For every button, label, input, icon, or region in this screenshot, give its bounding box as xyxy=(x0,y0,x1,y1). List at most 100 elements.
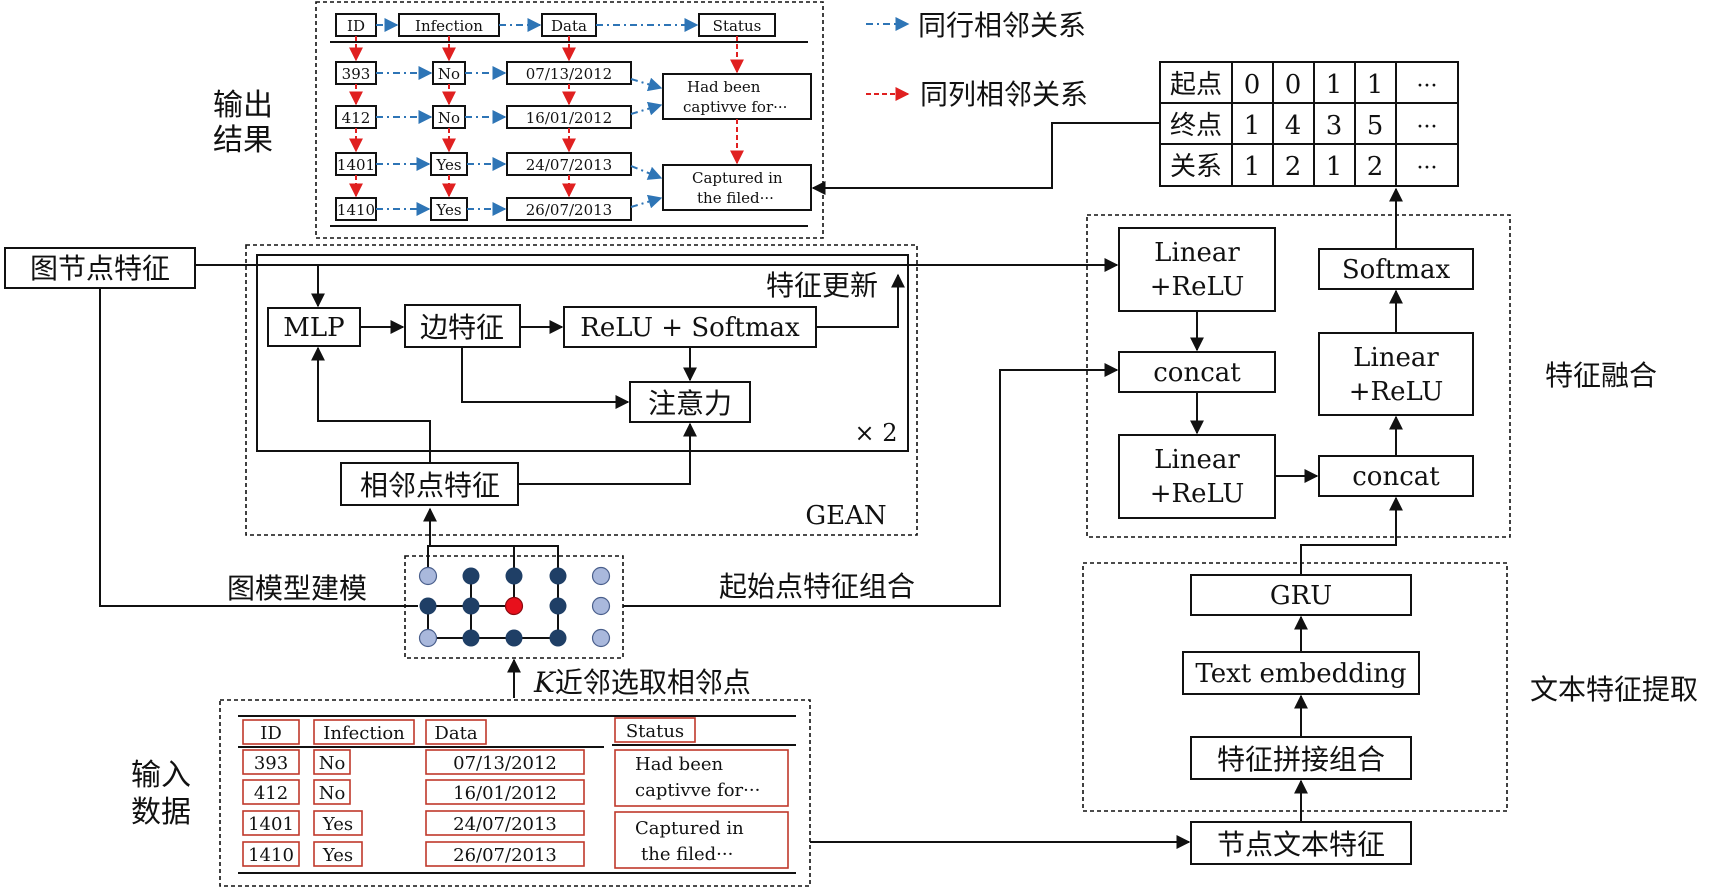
output-cell-date-text: 26/07/2013 xyxy=(526,201,612,219)
input-header-data-text: Data xyxy=(434,723,477,744)
input-cell-id-text: 1401 xyxy=(248,814,294,835)
text-embedding-label: Text embedding xyxy=(1195,659,1406,689)
input-status-box xyxy=(614,749,789,807)
output-section: ID Infection Data Status 393 No 07/13/20… xyxy=(315,1,824,239)
input-cell-id-text: 1410 xyxy=(248,845,294,866)
linear-relu-3-line: +ReLU xyxy=(1349,377,1444,407)
start-combo-arrow xyxy=(623,363,1119,607)
graph-modeling xyxy=(404,507,624,659)
input-header-id-text: ID xyxy=(260,723,282,744)
output-status-line: Had been xyxy=(687,78,761,96)
edge-table-row-label: 终点 xyxy=(1170,111,1222,141)
input-header-status xyxy=(614,717,696,743)
output-cell-id-text: 1401 xyxy=(337,156,375,174)
repeat-label: × 2 xyxy=(854,419,897,447)
text-extraction-frame xyxy=(1082,562,1508,812)
output-header-status-text: Status xyxy=(713,17,762,35)
edge-table-row-label: 起点 xyxy=(1170,70,1222,100)
input-cell-infection-text: No xyxy=(319,753,346,774)
graph-node xyxy=(591,628,611,648)
output-cell-date-text: 07/13/2012 xyxy=(526,65,612,83)
output-label-line2: 结果 xyxy=(213,123,273,158)
linear-relu-2-box xyxy=(1118,434,1276,519)
knn-label: K近邻选取相邻点 xyxy=(533,666,751,699)
edge-table-cell: ··· xyxy=(1417,156,1438,181)
graph-node xyxy=(549,597,567,615)
text-extraction: GRU Text embedding 特征拼接组合 xyxy=(1082,562,1508,812)
edge-feature-box xyxy=(404,304,521,348)
row-relation-arrow xyxy=(630,165,663,180)
edge-table-cell: 1 xyxy=(1244,111,1261,141)
linear-relu-1-box xyxy=(1118,227,1276,312)
softmax-label: Softmax xyxy=(1342,255,1451,285)
linear-relu-1-line: +ReLU xyxy=(1150,272,1245,302)
input-cell-infection-text: No xyxy=(319,783,346,804)
input-header-id xyxy=(242,719,300,745)
input-cell-id-text: 393 xyxy=(254,753,288,774)
edge-table-cell: 1 xyxy=(1367,70,1384,100)
edge-table-cell: ··· xyxy=(1417,74,1438,99)
feature-concat-label: 特征拼接组合 xyxy=(1217,743,1385,776)
linear-relu-3-box xyxy=(1318,332,1474,416)
graph-node xyxy=(418,566,438,586)
input-cell-date-text: 26/07/2013 xyxy=(453,845,557,866)
node-text-feature-label: 节点文本特征 xyxy=(1217,828,1385,861)
output-cell-infection-text: Yes xyxy=(435,201,461,219)
output-header-data-text: Data xyxy=(551,17,587,35)
row-relation-arrow xyxy=(630,194,663,209)
edge-table-cell: 4 xyxy=(1285,111,1302,141)
edge-to-attention-arrow xyxy=(461,347,630,409)
input-status-line: Captured in xyxy=(635,818,744,839)
input-cell-id xyxy=(242,749,300,775)
input-frame xyxy=(219,699,811,887)
edge-table-cell: 1 xyxy=(1244,152,1261,182)
legend-col-relation-label: 同列相邻关系 xyxy=(920,78,1088,111)
feature-update-arrow xyxy=(816,273,905,328)
output-status-line: Captured in xyxy=(692,169,783,187)
node-feature-label: 图节点特征 xyxy=(30,252,170,285)
output-cell-date-text: 24/07/2013 xyxy=(526,156,612,174)
edge-table-to-output-arrow xyxy=(811,122,1160,195)
fusion-label: 特征融合 xyxy=(1545,359,1657,392)
output-cell-infection-text: No xyxy=(438,109,460,127)
gean-frame xyxy=(245,244,918,536)
node-to-graph-line xyxy=(99,288,418,607)
gru-to-concat2-arrow xyxy=(1300,496,1403,575)
edge-table-cell: 0 xyxy=(1244,70,1261,100)
relu-softmax-label: ReLU + Softmax xyxy=(580,313,800,343)
feature-fusion: Linear +ReLU concat Linear +ReLU Softmax… xyxy=(1086,214,1511,538)
linear-relu-2-line: Linear xyxy=(1154,445,1240,475)
row-relation-arrow xyxy=(630,77,663,92)
neighbor-to-attention-arrow xyxy=(518,422,697,485)
edge-table-cell: 1 xyxy=(1326,152,1343,182)
edge-table-cell: 1 xyxy=(1326,70,1343,100)
input-cell-infection xyxy=(313,810,363,836)
graph-node xyxy=(505,629,523,647)
input-header-data xyxy=(425,719,487,745)
input-cell-id xyxy=(242,810,300,836)
edge-table-cell: ··· xyxy=(1417,115,1438,140)
input-cell-date-text: 07/13/2012 xyxy=(453,753,557,774)
fusion-frame xyxy=(1086,214,1511,538)
output-status-box xyxy=(662,164,812,211)
gean-title: GEAN xyxy=(805,501,886,531)
output-cell-infection-text: No xyxy=(438,65,460,83)
gean-repeat-block xyxy=(256,254,909,452)
input-status-box xyxy=(614,811,789,869)
edge-table-cell: 2 xyxy=(1367,152,1384,182)
input-cell-date xyxy=(425,749,585,775)
input-label-line2: 数据 xyxy=(131,795,191,830)
edge-table: 起点 0 0 1 1 ··· 终点 1 4 3 5 ··· 关系 1 2 1 2… xyxy=(1159,61,1459,187)
neighbor-feature-box xyxy=(340,462,519,506)
attention-box xyxy=(629,381,751,423)
graph-node xyxy=(591,566,611,586)
relu-softmax-box xyxy=(563,306,817,348)
input-cell-date xyxy=(425,841,585,867)
graph-node xyxy=(462,567,480,585)
feature-update-label: 特征更新 xyxy=(766,269,878,302)
graph-node xyxy=(549,629,567,647)
graph-node xyxy=(549,567,567,585)
output-cell-id-text: 393 xyxy=(342,65,371,83)
graph-node xyxy=(462,597,480,615)
graph-node-target xyxy=(504,596,524,616)
